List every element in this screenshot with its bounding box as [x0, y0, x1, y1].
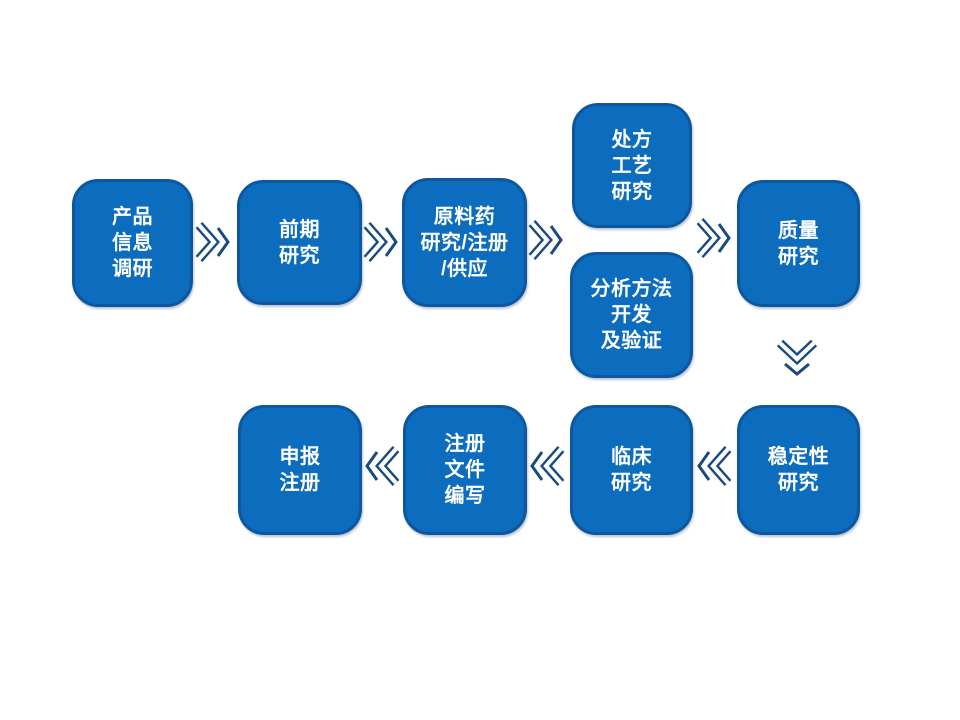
node-formulation-process-research: 处方 工艺 研究: [572, 103, 692, 228]
chevron-right-arrow-icon: [195, 222, 230, 262]
chevron-down-arrow-icon: [776, 339, 818, 376]
node-clinical-research: 临床 研究: [570, 405, 693, 535]
chevron-left-arrow-icon: [365, 446, 400, 486]
chevron-right-arrow-icon: [528, 220, 563, 260]
node-api-research-reg-supply: 原料药 研究/注册 /供应: [402, 178, 527, 307]
chevron-right-arrow-icon: [363, 222, 398, 262]
node-registration-dossier-writing: 注册 文件 编写: [403, 405, 527, 535]
node-analytical-method-dev-valid: 分析方法 开发 及验证: [570, 252, 693, 378]
node-stability-research: 稳定性 研究: [737, 405, 860, 535]
node-preliminary-research: 前期 研究: [237, 180, 362, 305]
chevron-left-arrow-icon: [530, 446, 565, 486]
node-quality-research: 质量 研究: [737, 180, 860, 307]
chevron-left-arrow-icon: [697, 446, 732, 486]
node-product-info-research: 产品 信息 调研: [72, 179, 193, 307]
node-application-for-registration: 申报 注册: [238, 405, 362, 535]
chevron-right-arrow-icon: [696, 218, 731, 258]
